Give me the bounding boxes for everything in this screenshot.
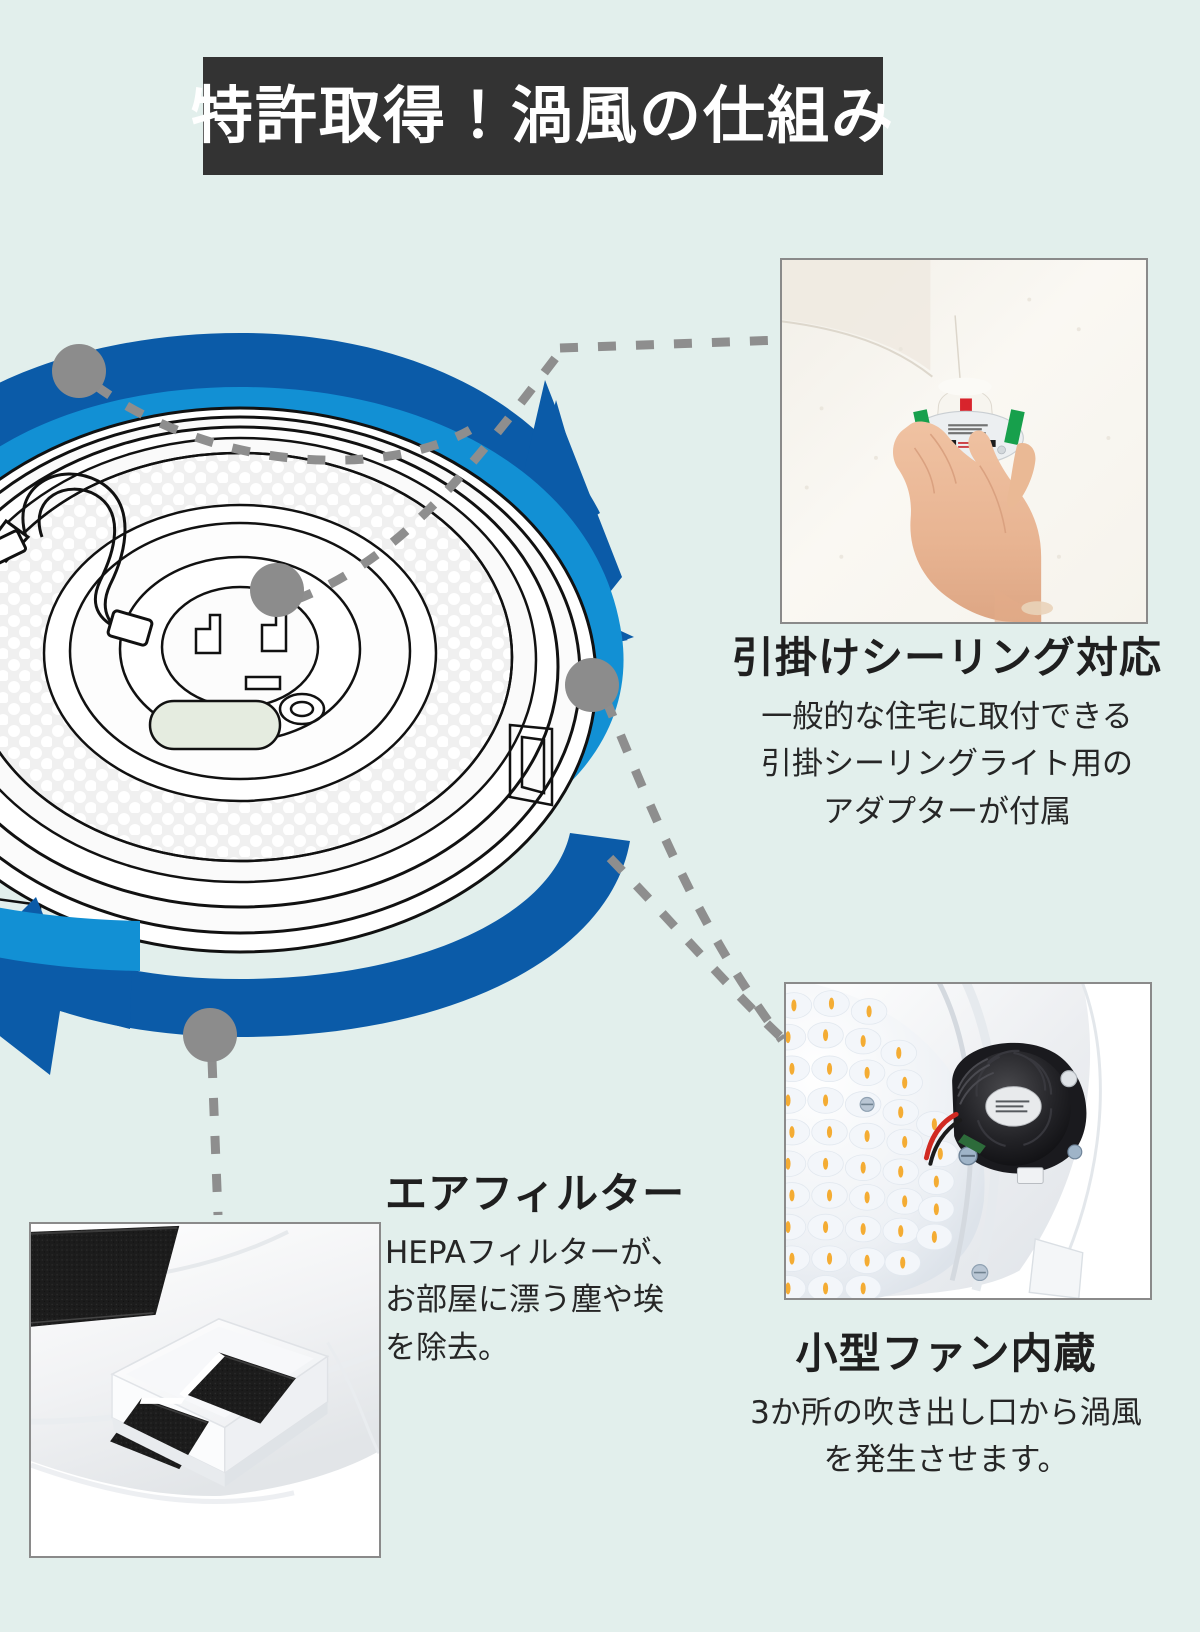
callout-filter-heading: エアフィルター [385, 1169, 686, 1218]
callout-ceiling-body: 一般的な住宅に取付できる 引掛シーリングライト用の アダプターが付属 [712, 694, 1182, 835]
socket-blades [194, 609, 288, 691]
callout-fan-line-1: 3か所の吹き出し口から渦風 [750, 1395, 1142, 1432]
callout-filter-body: HEPAフィルターが、 お部屋に漂う塵や埃 を除去。 [385, 1230, 705, 1371]
photo-internal-fan [784, 982, 1152, 1300]
callout-fan-body: 3か所の吹き出し口から渦風 を発生させます。 [706, 1390, 1186, 1484]
callout-fan-heading: 小型ファン内蔵 [795, 1329, 1097, 1378]
photo-ceiling-rosette [780, 258, 1148, 624]
page-title-banner: 特許取得！渦風の仕組み [191, 57, 893, 175]
airflow-band-bottom [0, 907, 140, 971]
photo-air-filter [29, 1222, 381, 1558]
loop-handle [278, 692, 326, 726]
callout-filter-line-1: HEPAフィルターが、 [385, 1235, 682, 1272]
callout-fan: 小型ファン内蔵 3か所の吹き出し口から渦風 を発生させます。 [706, 1329, 1186, 1485]
callout-ceiling-line-1: 一般的な住宅に取付できる [761, 699, 1133, 736]
callout-filter-line-3: を除去。 [385, 1329, 509, 1366]
callout-ceiling: 引掛けシーリング対応 一般的な住宅に取付できる 引掛シーリングライト用の アダプ… [712, 633, 1182, 836]
callout-ceiling-line-3: アダプターが付属 [823, 793, 1071, 830]
ceiling-light-diagram [0, 285, 670, 1085]
callout-fan-line-2: を発生させます。 [823, 1442, 1069, 1479]
center-socket-assembly [0, 472, 154, 647]
callout-filter: エアフィルター HEPAフィルターが、 お部屋に漂う塵や埃 を除去。 [385, 1169, 705, 1372]
callout-ceiling-line-2: 引掛シーリングライト用の [761, 746, 1133, 783]
callout-filter-line-2: お部屋に漂う塵や埃 [385, 1282, 664, 1319]
page-title: 特許取得！渦風の仕組み [191, 79, 896, 152]
callout-ceiling-heading: 引掛けシーリング対応 [731, 633, 1162, 682]
indicator-pad [148, 699, 282, 751]
